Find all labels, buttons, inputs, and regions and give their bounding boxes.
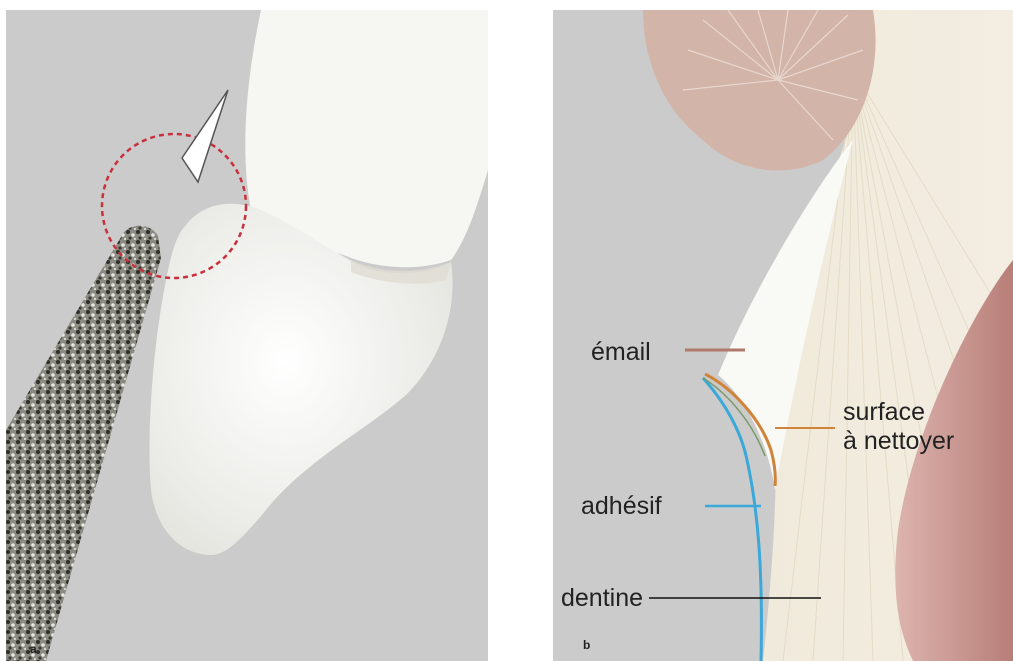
panel-a-letter: a — [30, 642, 37, 656]
label-surface-line1: surface — [843, 398, 954, 427]
panel-a-illustration — [6, 10, 488, 661]
panel-b: émail surface à nettoyer adhésif dentine… — [553, 10, 1013, 661]
label-surface-to-clean: surface à nettoyer — [843, 398, 954, 456]
panel-b-illustration — [553, 10, 1013, 661]
panel-a: a — [6, 10, 488, 661]
label-adhesive: adhésif — [581, 494, 662, 519]
label-surface-line2: à nettoyer — [843, 427, 954, 456]
panel-b-letter: b — [583, 638, 590, 652]
label-dentine: dentine — [561, 586, 643, 611]
label-email: émail — [591, 340, 651, 365]
